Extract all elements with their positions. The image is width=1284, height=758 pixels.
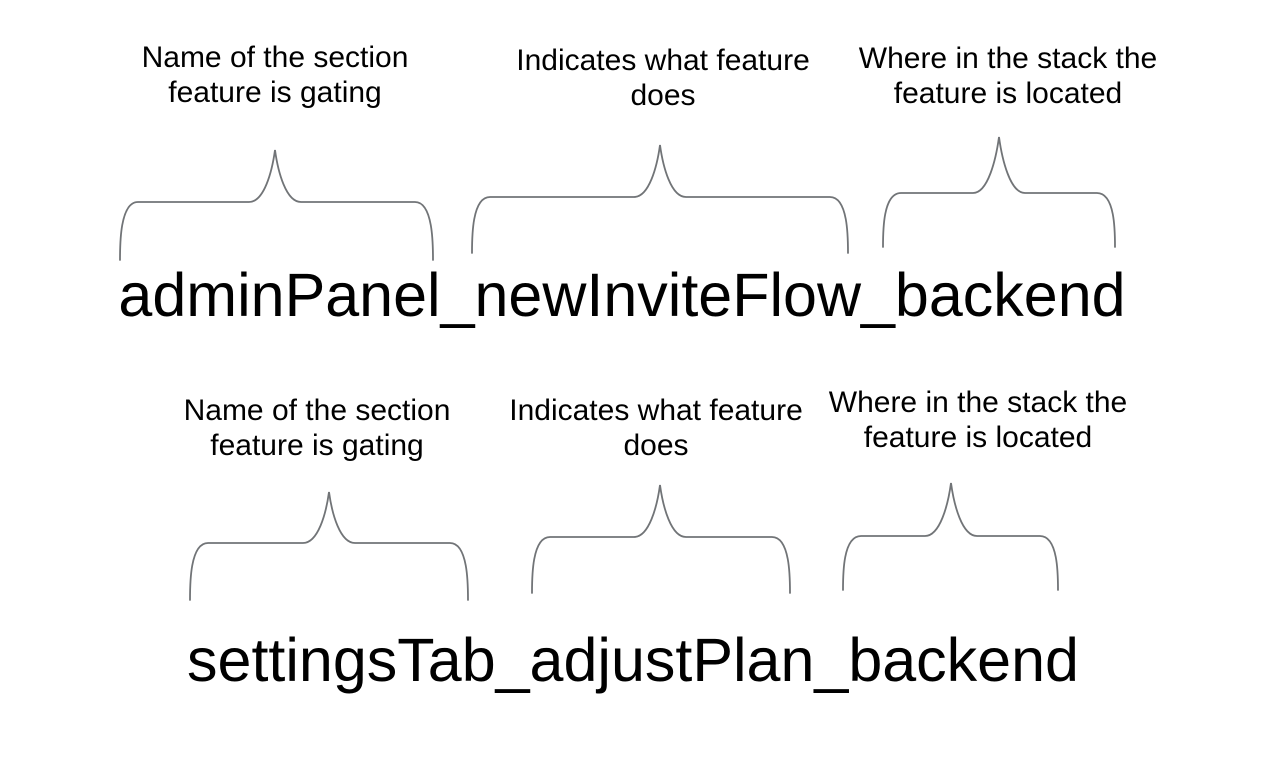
curly-brace-up-icon	[189, 491, 469, 601]
flag-name-example-2: settingsTab_adjustPlan_backend	[187, 626, 1079, 694]
curly-brace-up-icon	[531, 484, 791, 594]
annotation-label-stack-bottom: Where in the stack the feature is locate…	[829, 385, 1127, 455]
annotation-label-line: Name of the section	[183, 394, 451, 427]
annotation-label-line: does	[630, 79, 696, 112]
annotation-label-line: Indicates what feature	[509, 394, 803, 427]
annotation-label-line: Where in the stack the	[828, 386, 1128, 419]
annotation-label-line: Where in the stack the	[858, 42, 1158, 75]
flag-name-example-1: adminPanel_newInviteFlow_backend	[118, 261, 1126, 329]
annotation-label-line: feature is gating	[210, 429, 424, 462]
annotation-label-line: Name of the section	[141, 41, 409, 74]
curly-brace-up-icon	[882, 136, 1116, 248]
annotation-label-line: feature is gating	[168, 76, 382, 109]
annotation-label-feature-bottom: Indicates what feature does	[509, 393, 803, 463]
annotation-label-line: Indicates what feature	[516, 44, 810, 77]
annotation-label-line: feature is located	[863, 421, 1093, 454]
curly-brace-up-icon	[842, 482, 1059, 591]
annotation-label-section-top: Name of the section feature is gating	[142, 40, 409, 110]
curly-brace-up-icon	[471, 144, 849, 254]
annotation-label-line: feature is located	[893, 77, 1123, 110]
annotation-label-line: does	[623, 429, 689, 462]
annotation-label-feature-top: Indicates what feature does	[516, 43, 810, 113]
curly-brace-up-icon	[119, 149, 434, 261]
annotation-label-stack-top: Where in the stack the feature is locate…	[859, 41, 1157, 111]
annotation-label-section-bottom: Name of the section feature is gating	[184, 393, 451, 463]
